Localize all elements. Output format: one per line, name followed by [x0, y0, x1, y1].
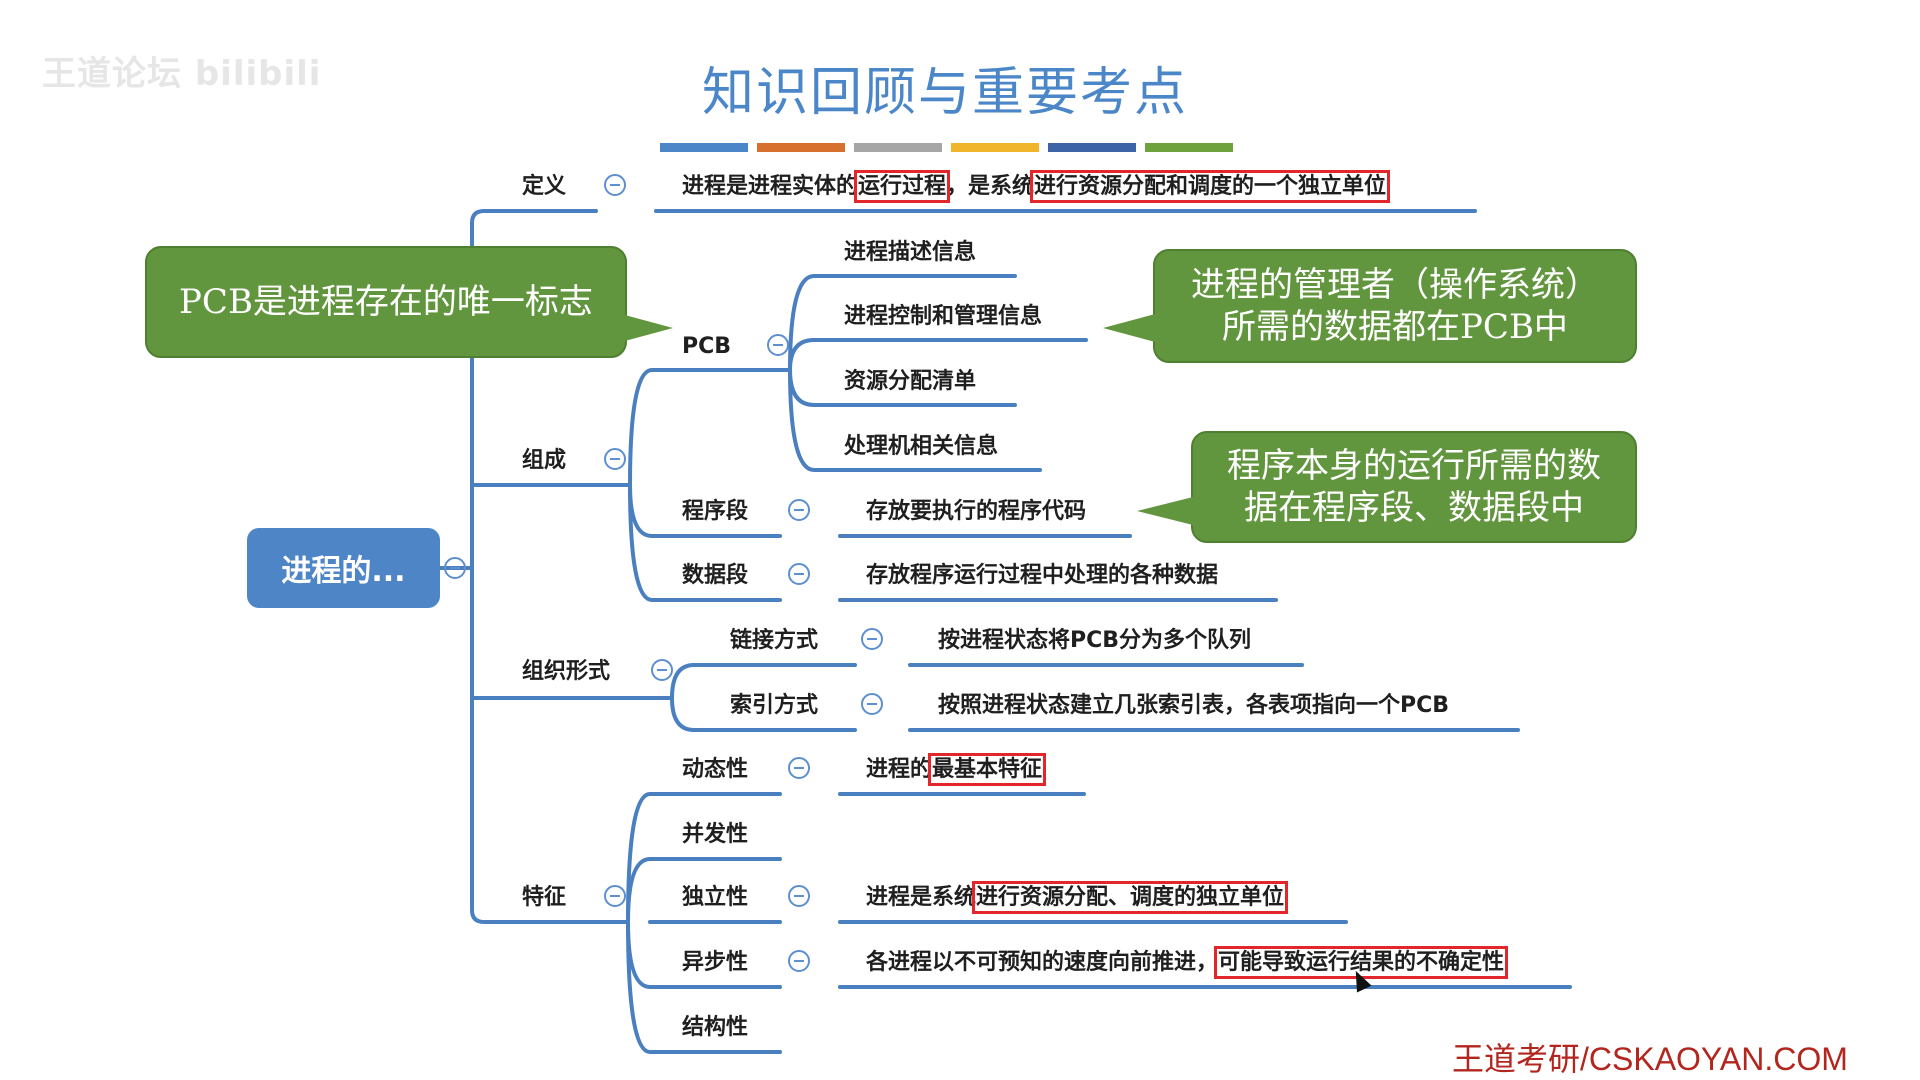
- color-bar-navy: [1048, 143, 1136, 152]
- node-organization: 组织形式: [522, 659, 611, 684]
- collapse-toggle-definition[interactable]: [604, 174, 626, 196]
- highlight-independent-unit: 进行资源分配和调度的一个独立单位: [1030, 170, 1391, 203]
- data-segment-desc: 存放程序运行过程中处理的各种数据: [866, 563, 1219, 588]
- node-features: 特征: [522, 885, 567, 910]
- color-bar-gray: [854, 143, 942, 152]
- color-bar-yellow: [951, 143, 1039, 152]
- node-asynchrony: 异步性: [682, 950, 749, 975]
- collapse-toggle-data-segment[interactable]: [788, 563, 810, 585]
- node-index-method: 索引方式: [730, 693, 819, 718]
- pcb-item-3: 资源分配清单: [844, 369, 977, 394]
- node-link-method: 链接方式: [730, 628, 819, 653]
- index-method-desc: 按照进程状态建立几张索引表，各表项指向一个PCB: [938, 693, 1450, 718]
- root-node-label: 进程的...: [281, 554, 406, 589]
- node-dynamic: 动态性: [682, 757, 749, 782]
- callout-pcb-unique: PCB是进程存在的唯一标志: [145, 246, 627, 358]
- collapse-toggle-organization[interactable]: [651, 659, 673, 681]
- collapse-toggle-index-method[interactable]: [861, 693, 883, 715]
- callout-manager-line2: 所需的数据都在PCB中: [1222, 307, 1568, 347]
- pcb-item-4: 处理机相关信息: [844, 434, 999, 459]
- page-title: 知识回顾与重要考点: [701, 63, 1188, 123]
- callout-manager-line1: 进程的管理者（操作系统）: [1191, 265, 1599, 305]
- callout-manager-pointer: [1103, 314, 1155, 342]
- callout-pcb-unique-text: PCB是进程存在的唯一标志: [179, 282, 593, 322]
- collapse-toggle-link-method[interactable]: [861, 628, 883, 650]
- node-pcb: PCB: [682, 334, 732, 359]
- highlight-running-process: 运行过程: [854, 170, 951, 203]
- callout-program-line1: 程序本身的运行所需的数: [1227, 446, 1601, 486]
- watermark: 王道论坛 bilibili: [42, 54, 322, 94]
- node-composition: 组成: [522, 448, 567, 473]
- independence-desc: 进程是系统进行资源分配、调度的独立单位: [866, 881, 1289, 914]
- collapse-toggle-pcb[interactable]: [767, 334, 789, 356]
- highlight-most-basic-feature: 最基本特征: [928, 753, 1047, 786]
- pcb-item-2: 进程控制和管理信息: [844, 304, 1043, 329]
- collapse-toggle-program-segment[interactable]: [788, 499, 810, 521]
- collapse-toggle-independence[interactable]: [788, 885, 810, 907]
- collapse-toggle-features[interactable]: [604, 885, 626, 907]
- dynamic-desc: 进程的最基本特征: [866, 753, 1047, 786]
- program-segment-desc: 存放要执行的程序代码: [866, 499, 1087, 524]
- node-concurrency: 并发性: [682, 822, 749, 847]
- asynchrony-desc: 各进程以不可预知的速度向前推进，可能导致运行结果的不确定性: [866, 946, 1509, 979]
- collapse-toggle-dynamic[interactable]: [788, 757, 810, 779]
- highlight-scheduling-unit: 进行资源分配、调度的独立单位: [972, 881, 1289, 914]
- node-definition: 定义: [522, 174, 567, 199]
- footer-brand: 王道考研/CSKAOYAN.COM: [1452, 1041, 1848, 1077]
- highlight-uncertain-result: 可能导致运行结果的不确定性: [1214, 946, 1509, 979]
- callout-program-line2: 据在程序段、数据段中: [1244, 488, 1584, 528]
- color-bar-orange: [757, 143, 845, 152]
- callout-manager-data: 进程的管理者（操作系统） 所需的数据都在PCB中: [1153, 249, 1637, 363]
- collapse-toggle-composition[interactable]: [604, 448, 626, 470]
- collapse-toggle-root[interactable]: [444, 557, 466, 579]
- callout-pcb-unique-pointer: [621, 314, 673, 342]
- definition-text: 进程是进程实体的运行过程，是系统进行资源分配和调度的一个独立单位: [682, 170, 1391, 203]
- callout-program-pointer: [1137, 497, 1193, 525]
- color-bar-blue: [660, 143, 748, 152]
- root-node[interactable]: 进程的...: [247, 528, 440, 608]
- node-structure: 结构性: [682, 1015, 749, 1040]
- collapse-toggle-asynchrony[interactable]: [788, 950, 810, 972]
- pcb-item-1: 进程描述信息: [844, 240, 977, 265]
- node-data-segment: 数据段: [682, 563, 749, 588]
- link-method-desc: 按进程状态将PCB分为多个队列: [938, 628, 1252, 653]
- color-bar-green: [1145, 143, 1233, 152]
- node-program-segment: 程序段: [682, 499, 749, 524]
- callout-program-data: 程序本身的运行所需的数 据在程序段、数据段中: [1191, 431, 1637, 543]
- node-independence: 独立性: [682, 885, 749, 910]
